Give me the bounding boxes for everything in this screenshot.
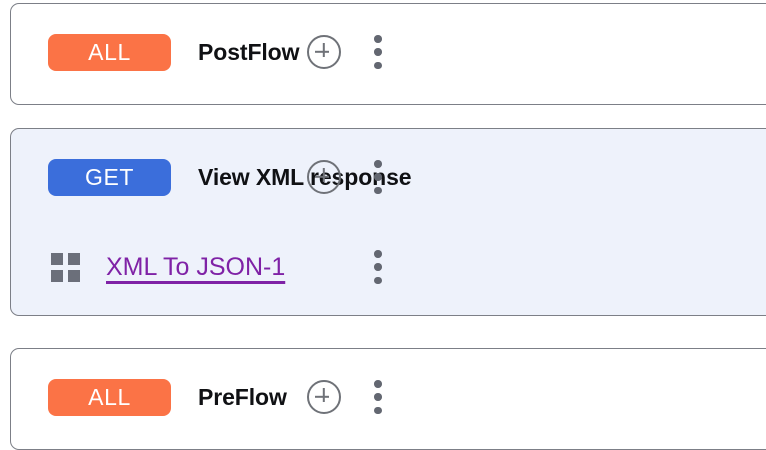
kebab-dot <box>374 160 382 168</box>
kebab-dot <box>374 35 382 43</box>
kebab-dot <box>374 263 382 271</box>
method-badge-get: GET <box>48 158 171 196</box>
kebab-dot <box>374 48 382 56</box>
kebab-dot <box>374 186 382 194</box>
flow-name: PreFlow <box>198 383 287 410</box>
grid-square <box>68 252 80 265</box>
kebab-menu-icon[interactable] <box>367 35 389 69</box>
kebab-dot <box>374 393 382 401</box>
kebab-dot <box>374 380 382 388</box>
row-actions <box>367 250 389 284</box>
plus-circle-icon[interactable] <box>307 35 341 69</box>
flow-card-postflow[interactable]: ALL PostFlow <box>10 3 766 105</box>
method-badge-all: ALL <box>48 378 171 416</box>
row-actions <box>307 35 389 69</box>
flow-row[interactable]: GET View XML response <box>11 129 766 225</box>
flow-card-view-xml-response[interactable]: GET View XML response XML To JSON-1 <box>10 128 766 316</box>
policy-grid-icon <box>51 252 80 282</box>
plus-circle-icon[interactable] <box>307 380 341 414</box>
grid-square <box>68 269 80 282</box>
kebab-dot <box>374 250 382 258</box>
flow-card-preflow[interactable]: ALL PreFlow <box>10 348 766 450</box>
kebab-dot <box>374 276 382 284</box>
policy-row[interactable]: XML To JSON-1 <box>11 225 766 309</box>
flow-row[interactable]: ALL PreFlow <box>11 349 766 445</box>
plus-circle-icon[interactable] <box>307 160 341 194</box>
kebab-menu-icon[interactable] <box>367 160 389 194</box>
kebab-dot <box>374 61 382 69</box>
flow-row[interactable]: ALL PostFlow <box>11 4 766 100</box>
kebab-dot <box>374 173 382 181</box>
kebab-menu-icon[interactable] <box>367 250 389 284</box>
kebab-menu-icon[interactable] <box>367 380 389 414</box>
row-actions <box>307 160 389 194</box>
kebab-dot <box>374 406 382 414</box>
grid-square <box>51 269 63 282</box>
row-actions <box>307 380 389 414</box>
method-badge-all: ALL <box>48 33 171 71</box>
grid-square <box>51 252 63 265</box>
policy-link-xml-to-json-1[interactable]: XML To JSON-1 <box>106 252 286 281</box>
flow-name: PostFlow <box>198 38 300 65</box>
